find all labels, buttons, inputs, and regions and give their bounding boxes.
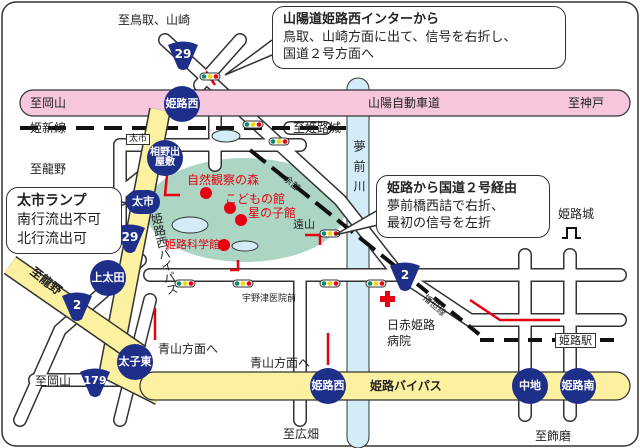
label-kishin-line: 姫新線 <box>30 121 67 135</box>
label-himeji-station[interactable]: 姫路駅 <box>555 333 596 348</box>
label-toyama: 遠山 <box>293 218 315 231</box>
callout-tail-1 <box>224 39 273 76</box>
label-to-hirohata: 至広畑 <box>283 427 320 441</box>
label-expressway: 山陽自動車道 <box>368 96 441 110</box>
label-to-aoyama-2: 青山方面へ <box>250 356 311 370</box>
label-to-tatsuno-1: 至龍野 <box>30 162 67 176</box>
label-to-tottori: 至鳥取、山崎 <box>118 13 191 27</box>
label-to-kobe: 至神戸 <box>568 96 605 110</box>
callout-route2: 姫路から国道２号経由 夢前橋西詰で右折、 最初の信号を左折 <box>376 175 550 238</box>
callout-route2-title: 姫路から国道２号経由 <box>387 181 518 196</box>
callout-route2-line1: 夢前橋西詰で右折、 <box>387 198 505 214</box>
label-science-museum[interactable]: 姫路科学館 <box>165 238 220 251</box>
landmark-dots <box>200 187 247 251</box>
ic-nakaji[interactable]: 中地 <box>512 368 548 404</box>
ic-kamiota[interactable]: 上太田 <box>90 260 126 296</box>
label-to-aoyama-1: 青山方面へ <box>158 342 219 356</box>
callout-taiichi-ramp: 太市ランプ 南行流出不可 北行流出可 <box>6 187 122 254</box>
ic-himeji-minami[interactable]: 姫路南 <box>560 368 596 404</box>
pond-2 <box>171 216 209 234</box>
route-shields <box>62 41 420 397</box>
river-yumesaki <box>346 77 370 448</box>
route-179: 179 <box>83 374 107 387</box>
route-2-left: 2 <box>72 298 82 312</box>
label-to-okayama-bottom: 至岡山 <box>35 374 72 388</box>
label-taiichi-station: 太市 <box>126 134 151 145</box>
label-himeji-bypass: 姫路バイパス <box>370 379 442 393</box>
label-to-himeji-castle: 至姫路城 <box>293 121 342 135</box>
hospital-cross <box>380 291 395 307</box>
callout-interchange-line1: 鳥取、山崎方面に出て、信号を右折し、 <box>283 29 517 45</box>
label-uno-clinic: 宇野津医院前 <box>242 294 297 304</box>
label-himeji-castle[interactable]: 姫路城 <box>558 207 595 221</box>
ic-aino-demachi[interactable]: 相野出屋敷 <box>147 140 183 176</box>
callout-tail-2 <box>334 209 379 236</box>
rail-bantan-upper <box>248 148 402 272</box>
ic-himeji-nishi-top[interactable]: 姫路西 <box>164 86 200 122</box>
callout-interchange-title: 山陽道姫路西インターから <box>283 12 440 27</box>
castle-icon <box>562 227 581 239</box>
callout-taiichi-title: 太市ランプ <box>17 193 87 209</box>
railways <box>20 126 620 342</box>
ic-himeji-nishi-bottom[interactable]: 姫路西 <box>310 368 346 404</box>
label-nature-forest[interactable]: 自然観察の森 <box>187 173 260 187</box>
route-29-mid: 29 <box>121 230 139 244</box>
label-star-hall[interactable]: 星の子館 <box>248 206 297 220</box>
callout-taiichi-line1: 南行流出不可 <box>17 211 101 228</box>
callout-route2-line2: 最初の信号を左折 <box>387 216 492 232</box>
route-29-top: 29 <box>174 47 192 61</box>
rail-bantan-lower <box>398 268 482 337</box>
label-to-okayama-top: 至岡山 <box>30 96 67 110</box>
label-red-cross-hospital[interactable]: 日赤姫路病院 <box>387 318 436 348</box>
callout-interchange: 山陽道姫路西インターから 鳥取、山崎方面に出て、信号を右折し、 国道２号方面へ <box>272 6 566 69</box>
ic-taiichi[interactable]: 太市 <box>126 190 160 214</box>
ic-taishi-higashi[interactable]: 太子東 <box>117 344 153 380</box>
label-childrens-hall[interactable]: こどもの館 <box>225 192 286 206</box>
label-river: 夢前川 <box>352 140 366 200</box>
pond-3 <box>231 240 259 252</box>
callout-taiichi-line2: 北行流出可 <box>17 230 87 247</box>
sanyo-expressway <box>19 89 631 117</box>
label-to-shikama: 至飾磨 <box>535 429 572 443</box>
pond-1 <box>211 129 241 143</box>
himeji-bypass <box>139 371 631 401</box>
callout-interchange-line2: 国道２号方面へ <box>283 47 375 63</box>
route-2-right: 2 <box>400 268 410 282</box>
traffic-lights <box>174 72 387 288</box>
